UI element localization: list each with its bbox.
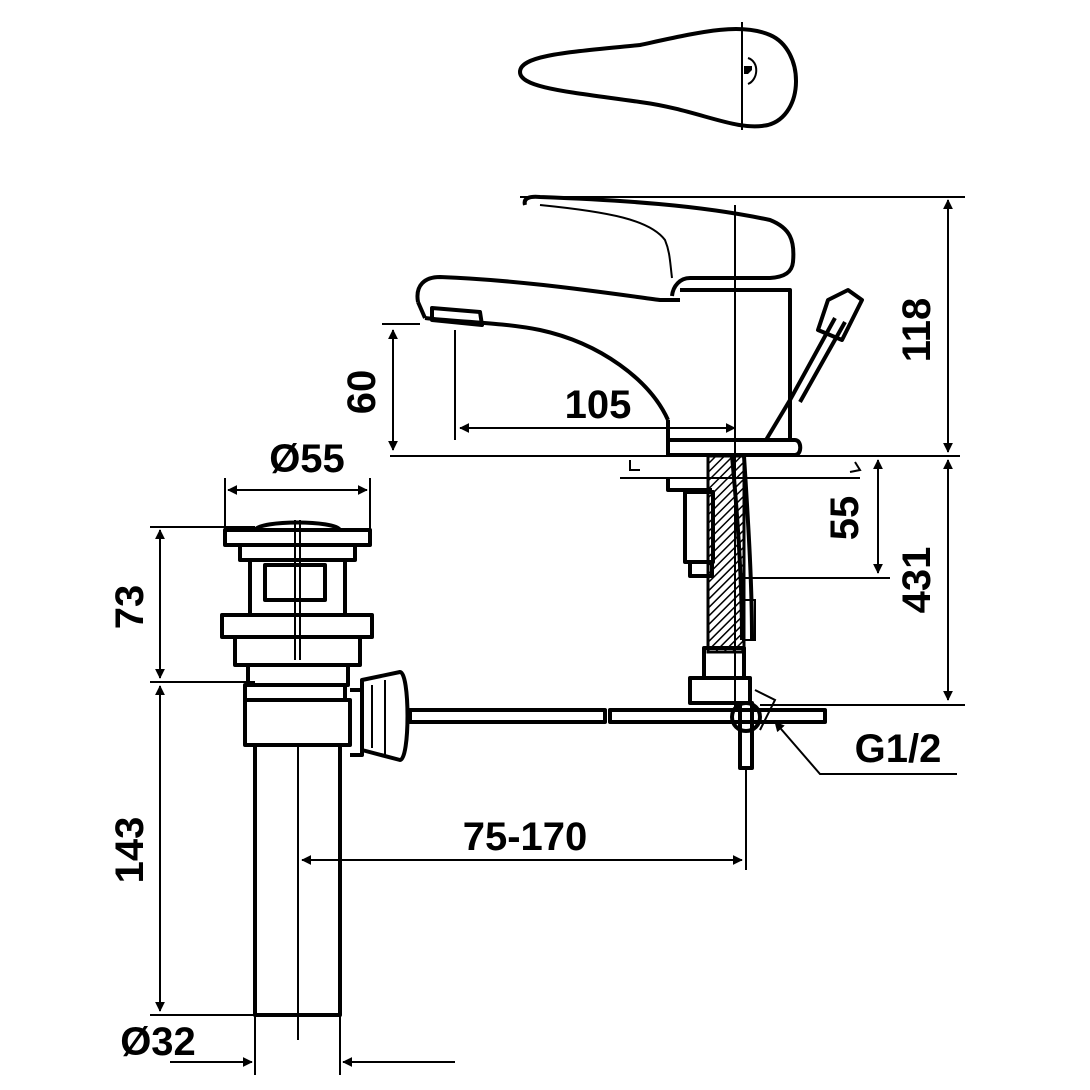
label-tail-diameter: Ø32 bbox=[120, 1020, 196, 1064]
label-range: 75-170 bbox=[463, 815, 588, 859]
under-counter-parts bbox=[666, 454, 777, 770]
label-thread: G1/2 bbox=[855, 727, 942, 771]
label-thickness: 55 bbox=[823, 496, 867, 541]
label-spout-height: 60 bbox=[340, 370, 384, 415]
label-waste-diameter: Ø55 bbox=[269, 437, 345, 481]
counter-top bbox=[390, 455, 960, 479]
drain-rod bbox=[408, 708, 827, 724]
label-spout-reach: 105 bbox=[565, 383, 632, 427]
label-tail-length: 143 bbox=[108, 817, 152, 884]
dimension-lines bbox=[150, 196, 965, 1075]
label-waste-top: 73 bbox=[108, 585, 152, 630]
handle-top-view bbox=[518, 22, 798, 130]
faucet-body bbox=[415, 194, 864, 457]
label-hose-length: 431 bbox=[895, 547, 939, 614]
label-total-height: 118 bbox=[895, 298, 939, 363]
pop-up-waste bbox=[220, 520, 410, 1017]
